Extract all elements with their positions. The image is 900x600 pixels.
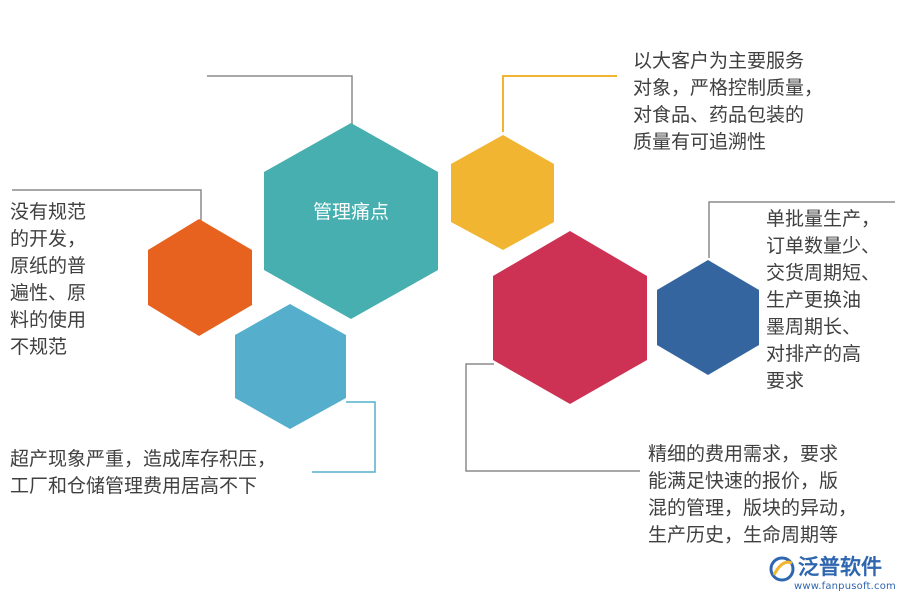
note-cost: 精细的费用需求，要求 能满足快速的报价，版 混的管理，版块的异动， 生产历史，生… (648, 443, 858, 546)
logo-site: www.fanpusoft.com (794, 581, 896, 592)
hexagon-quality (451, 135, 554, 250)
connector-center (207, 75, 353, 132)
hexagon-inventory (235, 304, 346, 429)
hexagon-center (264, 123, 438, 319)
connector-scheduling (708, 201, 895, 258)
fanpu-logo: 泛普软件 www.fanpusoft.com (768, 553, 896, 597)
center-node-label: 管理痛点 (312, 201, 389, 223)
connector-inventory (312, 401, 376, 473)
connector-quality (502, 75, 617, 132)
hexagon-cost (493, 231, 647, 404)
note-standard: 没有规范 的开发， 原纸的普 遍性、原 料的使用 不规范 (10, 201, 87, 358)
connector-cost (465, 363, 640, 472)
hexagon-scheduling (657, 260, 759, 375)
fanpu-logo-mark-icon (769, 556, 795, 582)
note-quality: 以大客户为主要服务 对象，严格控制质量， 对食品、药品包装的 质量有可追溯性 (633, 50, 824, 153)
logo-name: 泛普软件 (798, 555, 882, 579)
connector-standard (12, 189, 202, 222)
note-scheduling: 单批量生产， 订单数量少、 交货周期短、 生产更换油 墨周期长、 对排产的高 要… (766, 208, 881, 392)
note-inventory: 超产现象严重，造成库存积压， 工厂和仓储管理费用居高不下 (10, 448, 277, 497)
hexagon-standard (148, 219, 252, 336)
